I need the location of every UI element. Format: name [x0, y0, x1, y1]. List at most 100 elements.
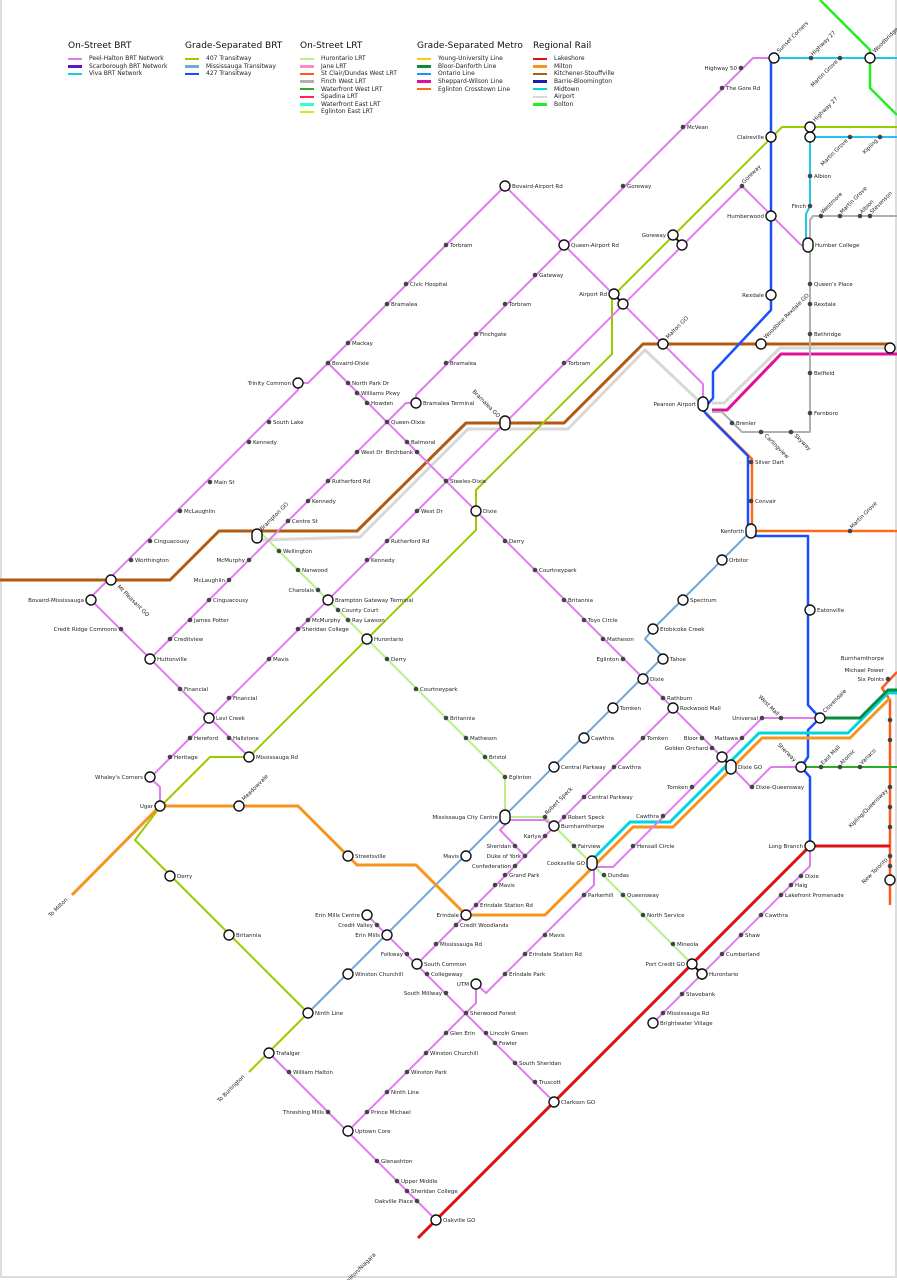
- station-label: Humberwood: [727, 214, 764, 220]
- station-britannia: Britannia: [561, 597, 593, 604]
- legend-item-427-transitway: 427 Transitway: [185, 70, 282, 78]
- legend-swatch: [300, 80, 314, 83]
- station-label: Erindale: [436, 913, 459, 919]
- station-label: Nanwood: [302, 568, 328, 574]
- stop-icon: [689, 784, 695, 790]
- station-label: Goreway: [741, 163, 763, 185]
- legend-item-jane-lrt: Jane LRT: [300, 63, 397, 71]
- route-line-peel-halton-brt-network: [475, 866, 595, 994]
- route-line-bloor-danforth-line: [820, 688, 897, 720]
- interchange-icon: [233, 800, 245, 812]
- station-woodbine-rexdale-go: Woodbine Rexdale GO: [755, 292, 811, 350]
- stop-icon: [532, 1079, 538, 1085]
- station-bovaird-mississauga: Bovaird-Mississauga: [28, 594, 97, 606]
- station-south-sheridan: South Sheridan: [512, 1060, 562, 1067]
- stop-icon: [167, 636, 173, 642]
- stop-icon: [286, 1069, 292, 1075]
- station-label: Winston Park: [411, 1070, 448, 1076]
- station-ray-lawson: Ray Lawson: [345, 617, 385, 624]
- station-label: Hurontario: [374, 637, 404, 643]
- station-label: Mineola: [677, 942, 698, 948]
- stop-icon: [206, 597, 212, 603]
- station-label: Torbram: [449, 243, 473, 249]
- interchange-icon: [667, 702, 679, 714]
- stop-icon: [522, 853, 528, 859]
- station-label: Brampton Gateway Terminal: [335, 598, 414, 604]
- station-label: Winston Churchill: [430, 1051, 478, 1057]
- station-central-parkway: Central Parkway: [581, 794, 634, 801]
- interchange-icon: [105, 574, 117, 586]
- legend-item-peel-halton-brt-network: Peel-Halton BRT Network: [68, 55, 168, 63]
- stop-icon: [266, 656, 272, 662]
- station-label: Charolais: [289, 588, 315, 594]
- station-label: Steeles-Dixie: [450, 479, 487, 485]
- station-charolais: Charolais: [289, 587, 321, 594]
- legend-label: Barrie-Bloomington: [554, 78, 613, 86]
- stop-icon: [443, 1030, 449, 1036]
- station-label: Confederation: [472, 864, 512, 870]
- station-martin-grove: Martin Grove: [847, 500, 879, 534]
- stop-icon: [561, 814, 567, 820]
- interchange-icon: [302, 1007, 314, 1019]
- route-line-midtown: [588, 691, 897, 864]
- station-label: McMurphy: [312, 618, 341, 624]
- station-airport-rd: Airport Rd: [579, 288, 620, 300]
- station-label: Grand Park: [509, 873, 540, 879]
- station-label: Long Branch: [769, 844, 804, 850]
- station-dixie-queensway: Dixie-Queensway: [749, 784, 805, 791]
- stop-icon: [384, 419, 390, 425]
- legend-title: Regional Rail: [533, 41, 592, 51]
- station-label: Huttonville: [157, 657, 188, 663]
- station-label: Sherwood Forest: [470, 1011, 517, 1017]
- station-kenforth: Kenforth: [721, 523, 757, 539]
- station-erin-mills: Erin Mills: [355, 929, 393, 941]
- legend-item-bolton: Bolton: [533, 101, 615, 109]
- legend-item-milton: Milton: [533, 63, 615, 71]
- interchange-icon: [164, 870, 176, 882]
- station-derry: Derry: [164, 870, 193, 882]
- stop-icon: [276, 548, 282, 554]
- station-label: Goreway: [627, 184, 652, 190]
- legend-item-young-university-line: Young-University Line: [417, 55, 523, 63]
- interchange-icon: [342, 1125, 354, 1137]
- station-dixie: Dixie: [637, 673, 665, 685]
- station-pearson-airport: Pearson Airport: [654, 396, 709, 412]
- station-label: Glen Erin: [450, 1031, 476, 1037]
- station-label: Claireville: [737, 135, 765, 141]
- station-rexdale: Rexdale: [807, 301, 837, 308]
- station-label: Sherway: [776, 742, 798, 764]
- station-fowler: Fowler: [492, 1040, 518, 1047]
- station-sheridan-college: Sheridan College: [295, 626, 349, 633]
- stop-icon: [354, 390, 360, 396]
- legend-label: Midtown: [554, 85, 580, 93]
- station-label: Six Points: [857, 677, 884, 683]
- station-label: Derry: [177, 874, 193, 880]
- station-label: Cawthra: [765, 913, 788, 919]
- stop-icon: [798, 873, 804, 879]
- station-claireville: Claireville: [737, 131, 777, 143]
- station-heritage: Heritage: [167, 754, 198, 761]
- station-label: Torbram: [508, 302, 532, 308]
- station-label: Haig: [795, 883, 808, 889]
- stop-icon: [699, 735, 705, 741]
- station-label: Duke of York: [487, 854, 522, 860]
- legend-item-407-transitway: 407 Transitway: [185, 55, 282, 63]
- station-label: North Service: [647, 913, 685, 919]
- station-mcmurphy: McMurphy: [217, 557, 252, 564]
- legend-label: Bloor-Danforth Line: [438, 62, 497, 70]
- station-label: Streetsville: [355, 854, 386, 860]
- station-label: Central Parkway: [588, 795, 634, 801]
- station-uptown-core: Uptown Core: [342, 1125, 391, 1137]
- legend-label: Viva BRT Network: [89, 70, 143, 78]
- stop-icon: [729, 420, 735, 426]
- stop-icon: [738, 65, 744, 71]
- station-label: Kenforth: [721, 529, 745, 535]
- station-north-park-dr: North Park Dr: [345, 380, 390, 387]
- stop-icon: [483, 1030, 489, 1036]
- stop-icon: [443, 715, 449, 721]
- route-line-peel-halton-brt-network: [504, 185, 704, 400]
- route-line-peel-halton-brt-network: [366, 914, 555, 1103]
- station-label: Bramalea: [450, 361, 476, 367]
- station-label: William Halton: [293, 1070, 333, 1076]
- legend-title: Grade-Separated BRT: [185, 41, 283, 51]
